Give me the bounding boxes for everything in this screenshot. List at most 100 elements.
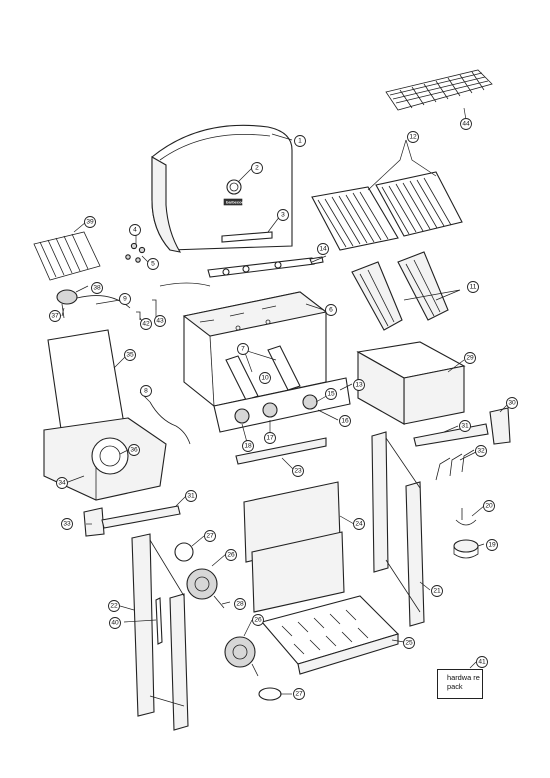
callout-37: 37 — [49, 310, 61, 322]
callout-27-lower: 27 — [293, 688, 305, 700]
svg-text:16: 16 — [341, 418, 349, 425]
callout-12: 12 — [407, 131, 419, 143]
svg-text:35: 35 — [126, 352, 134, 359]
svg-text:23: 23 — [294, 468, 302, 475]
cooking-grates — [311, 171, 463, 251]
leader-lines — [61, 107, 509, 695]
wheels — [186, 568, 259, 677]
svg-text:28: 28 — [236, 601, 244, 608]
callout-16: 16 — [339, 415, 351, 427]
svg-text:3: 3 — [281, 212, 285, 219]
svg-text:13: 13 — [355, 382, 363, 389]
svg-text:24: 24 — [355, 521, 363, 528]
hose-clip — [155, 597, 163, 645]
svg-text:10: 10 — [261, 375, 269, 382]
svg-text:21: 21 — [433, 588, 441, 595]
svg-text:31: 31 — [461, 423, 469, 430]
callout-24: 24 — [353, 518, 365, 530]
svg-text:2: 2 — [255, 165, 259, 172]
hardware-pack-line1: hardwa re — [447, 673, 480, 682]
callout-42: 42 — [140, 318, 152, 330]
svg-text:6: 6 — [329, 307, 333, 314]
svg-text:9: 9 — [123, 296, 127, 303]
callout-13: 13 — [353, 379, 365, 391]
side-rack — [33, 231, 101, 281]
callout-11: 11 — [467, 281, 479, 293]
svg-text:12: 12 — [409, 134, 417, 141]
callout-30: 30 — [506, 397, 518, 409]
callout-25: 25 — [403, 637, 415, 649]
tank-holder — [453, 508, 479, 559]
callout-21: 21 — [431, 585, 443, 597]
svg-text:34: 34 — [58, 480, 66, 487]
svg-text:42: 42 — [142, 321, 150, 328]
svg-text:32: 32 — [477, 448, 485, 455]
svg-text:37: 37 — [51, 313, 59, 320]
callout-31-right: 31 — [459, 420, 471, 432]
svg-text:44: 44 — [462, 121, 470, 128]
callout-41: 41 — [476, 656, 488, 668]
right-leg-frame — [371, 431, 425, 627]
svg-text:33: 33 — [63, 521, 71, 528]
svg-text:15: 15 — [327, 391, 335, 398]
callout-10: 10 — [259, 372, 271, 384]
callout-38: 38 — [91, 282, 103, 294]
callout-22: 22 — [108, 600, 120, 612]
svg-text:27: 27 — [206, 533, 214, 540]
svg-text:26: 26 — [227, 552, 235, 559]
svg-text:30: 30 — [508, 400, 516, 407]
control-panel — [213, 377, 351, 433]
callout-29: 29 — [464, 352, 476, 364]
fasteners — [125, 242, 157, 320]
callout-6: 6 — [325, 304, 337, 316]
regulator-hose — [56, 282, 211, 319]
lid-logo: barbecook — [226, 200, 247, 205]
callout-31-left: 31 — [185, 490, 197, 502]
callout-19: 19 — [486, 539, 498, 551]
svg-text:31: 31 — [187, 493, 195, 500]
warming-rack — [385, 69, 493, 111]
svg-text:29: 29 — [466, 355, 474, 362]
callout-34: 34 — [56, 477, 68, 489]
callout-14: 14 — [317, 243, 329, 255]
callout-3: 3 — [277, 209, 289, 221]
callout-44: 44 — [460, 118, 472, 130]
callout-4: 4 — [129, 224, 141, 236]
callout-27-upper: 27 — [204, 530, 216, 542]
svg-text:43: 43 — [156, 318, 164, 325]
callout-1: 1 — [294, 135, 306, 147]
callout-9: 9 — [119, 293, 131, 305]
callout-26-upper: 26 — [225, 549, 237, 561]
hardware-pack-line2: pack — [447, 682, 463, 691]
svg-text:22: 22 — [110, 603, 118, 610]
callout-7: 7 — [237, 343, 249, 355]
svg-text:38: 38 — [93, 285, 101, 292]
svg-text:36: 36 — [130, 447, 138, 454]
callout-28: 28 — [234, 598, 246, 610]
right-side-shelf — [356, 341, 466, 425]
right-bar — [413, 423, 489, 447]
svg-text:39: 39 — [86, 219, 94, 226]
callout-8: 8 — [140, 385, 152, 397]
callout-18: 18 — [242, 440, 254, 452]
hub-cap-top — [174, 542, 194, 562]
hub-cap-bottom — [258, 687, 282, 701]
svg-text:25: 25 — [405, 640, 413, 647]
callout-35: 35 — [124, 349, 136, 361]
svg-text:27: 27 — [295, 691, 303, 698]
left-handle — [83, 505, 181, 537]
ignition-wire — [149, 401, 191, 445]
svg-text:20: 20 — [485, 503, 493, 510]
callout-15: 15 — [325, 388, 337, 400]
left-leg-frame — [131, 533, 189, 731]
callout-40: 40 — [109, 617, 121, 629]
callout-39: 39 — [84, 216, 96, 228]
flame-tamers — [351, 251, 449, 331]
svg-text:1: 1 — [298, 138, 302, 145]
side-burner — [43, 329, 167, 501]
callout-20: 20 — [483, 500, 495, 512]
hooks — [435, 449, 475, 481]
callout-36: 36 — [128, 444, 140, 456]
svg-text:41: 41 — [478, 659, 486, 666]
svg-text:18: 18 — [244, 443, 252, 450]
